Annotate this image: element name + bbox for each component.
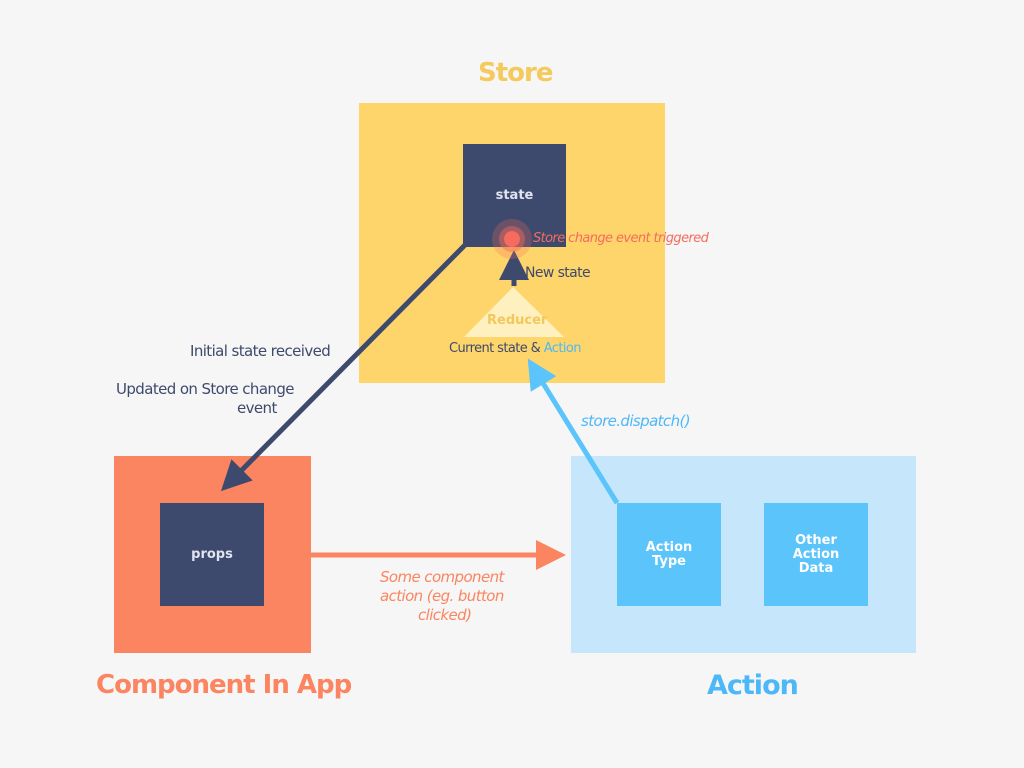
other-action-data-box: Other Action Data xyxy=(764,503,868,606)
current-state-text: Current state & xyxy=(449,341,541,356)
props-label: props xyxy=(191,546,233,562)
current-action-text: Action xyxy=(543,341,582,356)
state-label: state xyxy=(495,187,534,203)
reducer-label: Reducer xyxy=(487,313,548,328)
component-action-line-3: clicked) xyxy=(418,606,472,624)
new-state-label: New state xyxy=(525,265,591,281)
updated-label-line-1: Updated on Store change xyxy=(116,380,294,398)
other-data-line-3: Data xyxy=(798,560,834,576)
dispatch-label: store.dispatch() xyxy=(581,412,691,430)
other-data-line-2: Action xyxy=(792,546,840,562)
other-data-line-1: Other xyxy=(795,532,837,548)
component-action-line-1: Some component xyxy=(380,568,504,586)
action-title: Action xyxy=(707,670,799,701)
store-change-event-label: Store change event triggered xyxy=(533,231,709,246)
state-box: state xyxy=(463,144,566,247)
store-title: Store xyxy=(478,58,553,88)
initial-state-label: Initial state received xyxy=(190,342,331,360)
component-action-line-2: action (eg. button xyxy=(380,587,504,605)
action-type-line-2: Type xyxy=(652,553,686,569)
action-type-box: Action Type xyxy=(617,503,721,606)
updated-label-line-2: event xyxy=(237,399,277,417)
props-box: props xyxy=(160,503,264,606)
action-type-line-1: Action xyxy=(645,539,693,555)
component-title: Component In App xyxy=(96,670,352,700)
current-state-label: Current state & Action xyxy=(449,341,581,356)
